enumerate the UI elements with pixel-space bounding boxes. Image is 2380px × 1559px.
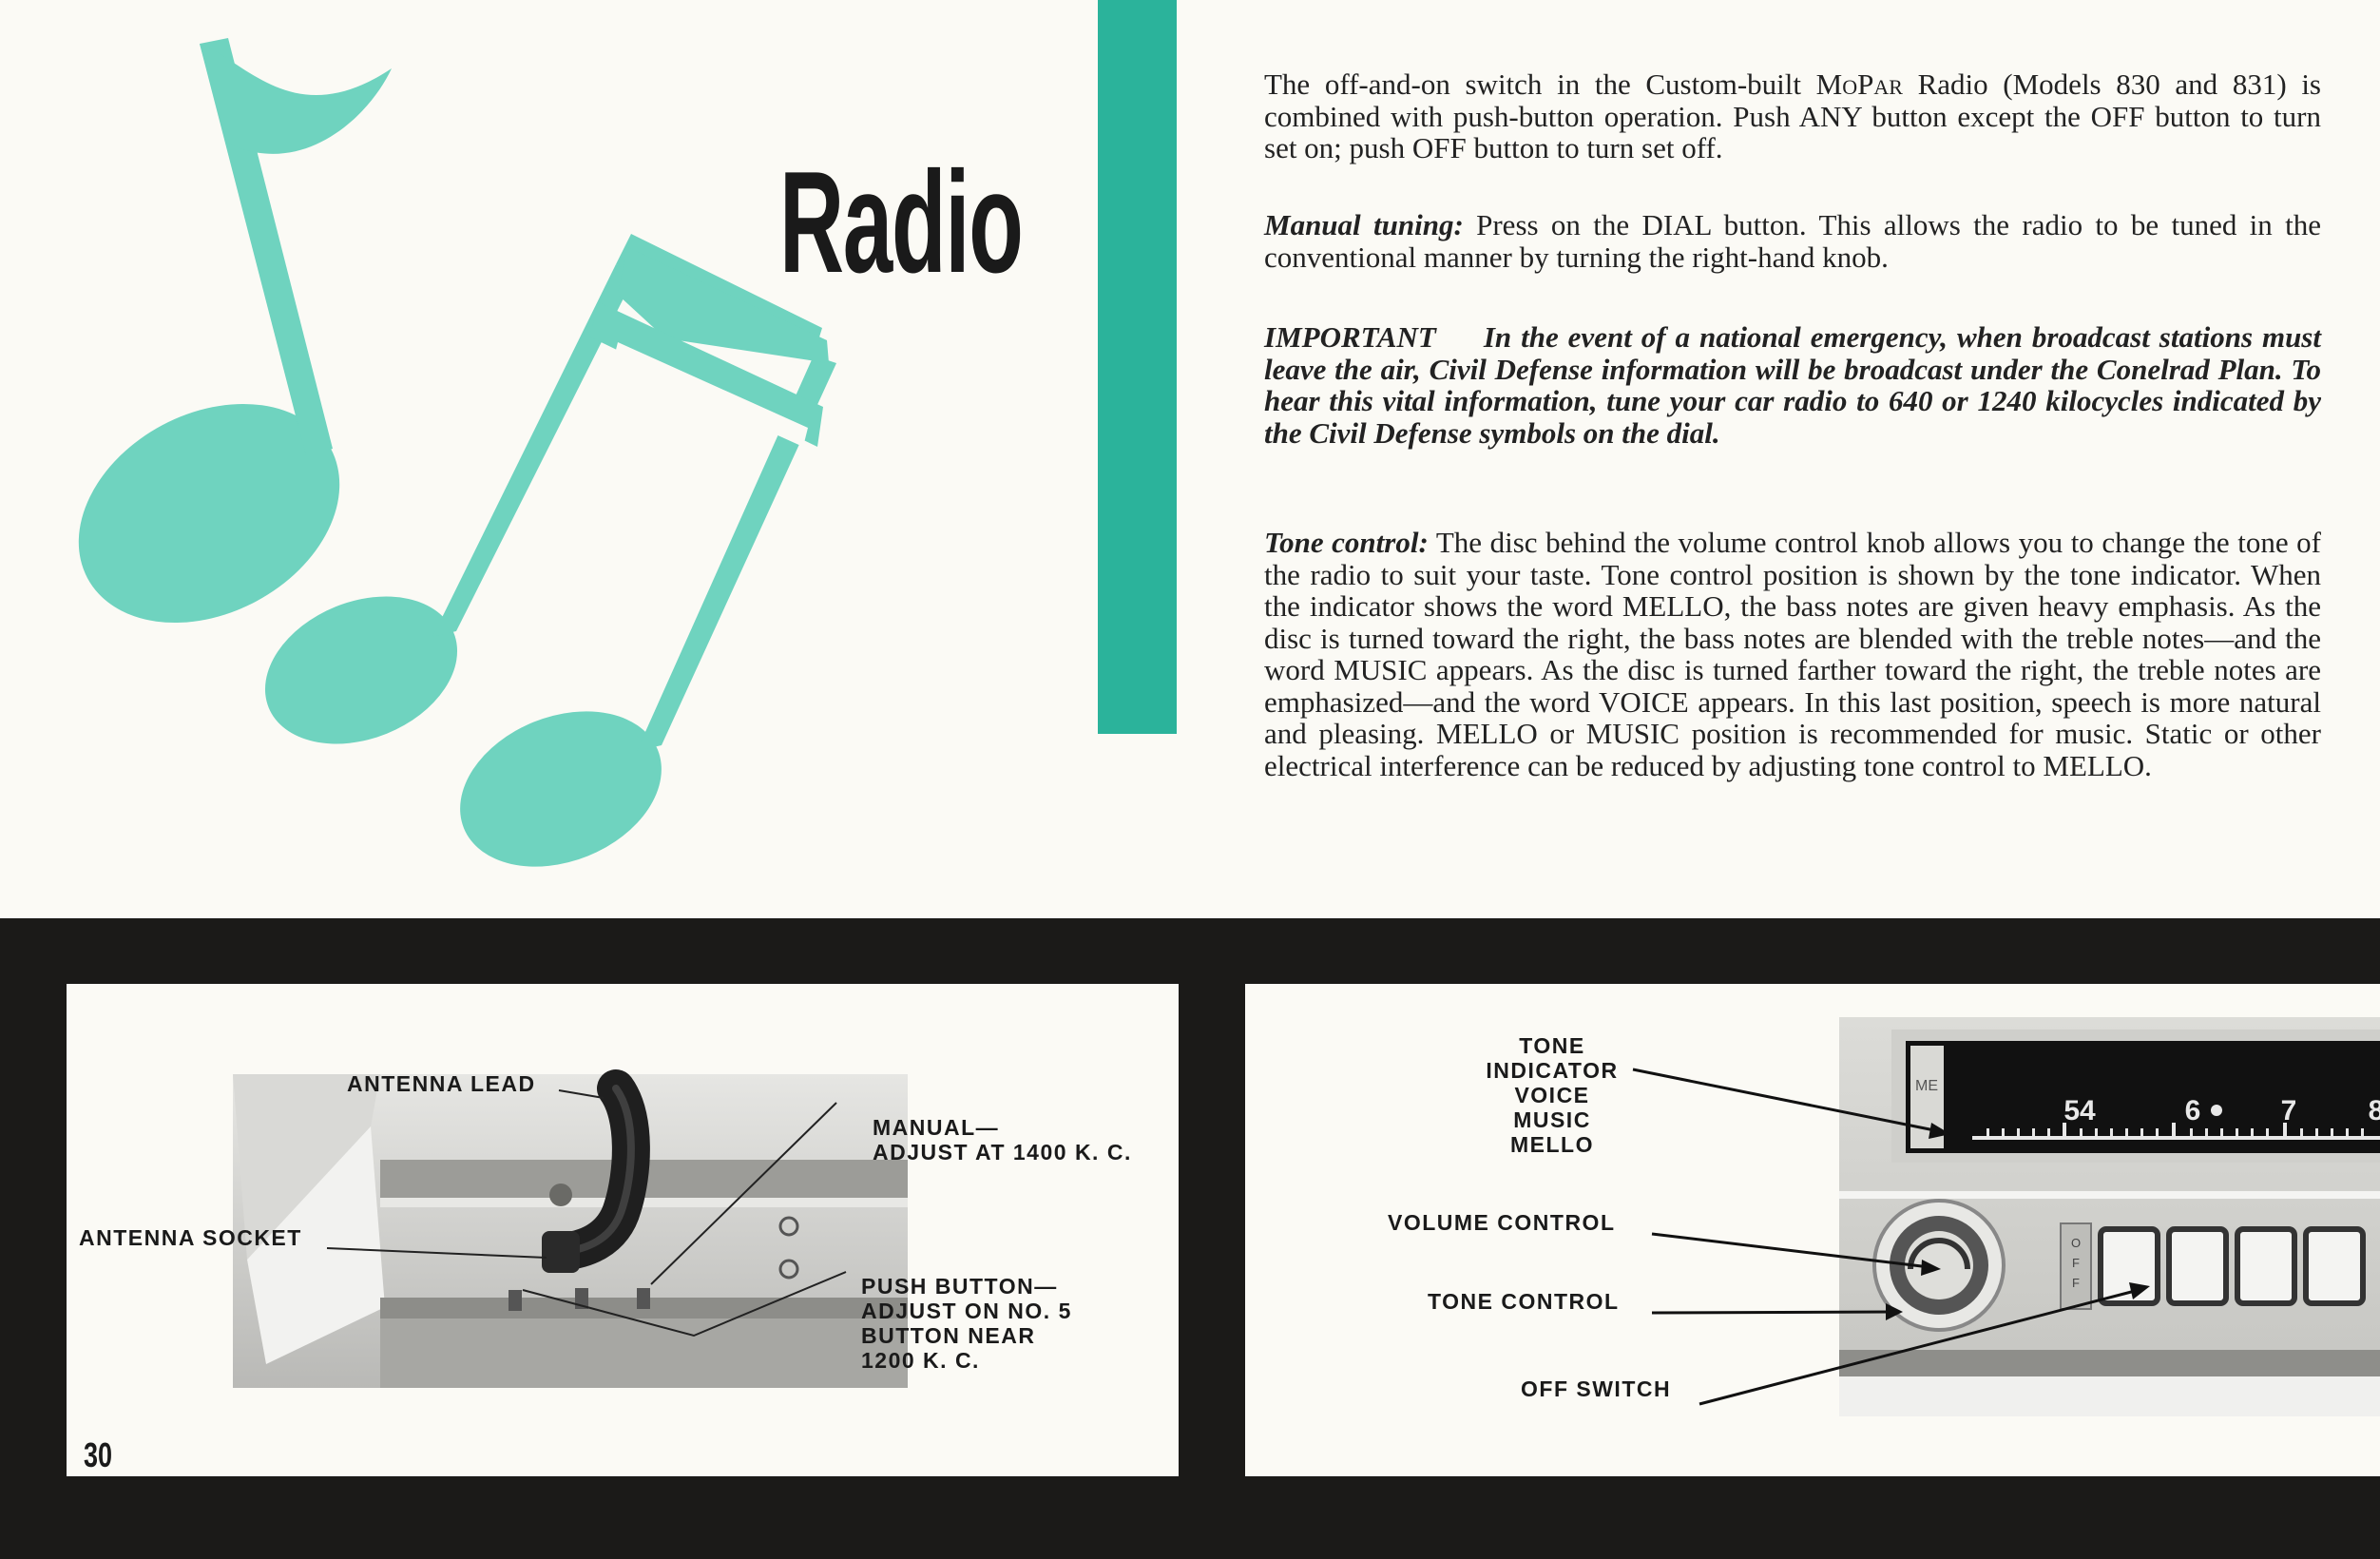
tone-control-paragraph: Tone control: The disc behind the volume…: [1264, 527, 2321, 781]
important-text: In the event of a national emergency, wh…: [1264, 320, 2321, 450]
radio-diagram-panel: ME 54 6 7 8 O F F: [1245, 984, 2380, 1476]
off-letter-1: O: [2071, 1236, 2081, 1250]
radio-photo: ME 54 6 7 8 O F F: [1632, 1017, 2380, 1416]
tone-indicator-line-4: MUSIC: [1513, 1107, 1591, 1132]
tone-indicator-line-2: INDICATOR: [1486, 1058, 1619, 1083]
tone-control-text: The disc behind the volume control knob …: [1264, 526, 2321, 782]
civil-defense-icon: [2211, 1105, 2222, 1116]
tone-control-label: TONE CONTROL: [1428, 1289, 1620, 1314]
push-button-line-3: BUTTON NEAR: [861, 1323, 1036, 1348]
important-lead: IMPORTANT: [1264, 320, 1436, 354]
dial-number-1: 54: [2063, 1095, 2096, 1126]
antenna-photo: [233, 1069, 908, 1388]
off-letter-2: F: [2072, 1256, 2080, 1270]
tone-indicator-line-1: TONE: [1519, 1033, 1585, 1058]
push-button-line-2: ADJUST ON NO. 5: [861, 1299, 1072, 1323]
manual-adjust-line-2: ADJUST AT 1400 K. C.: [873, 1140, 1132, 1164]
brand-name: MoPar: [1815, 67, 1903, 101]
dial-number-2: 6: [2185, 1095, 2201, 1126]
push-button-line-4: 1200 K. C.: [861, 1348, 980, 1373]
manual-tuning-lead: Manual tuning:: [1264, 208, 1464, 241]
intro-paragraph: The off-and-on switch in the Custom-buil…: [1264, 68, 2321, 164]
dial-number-3: 7: [2281, 1095, 2297, 1126]
dial-number-4: 8: [2369, 1095, 2380, 1126]
indicator-letters: ME: [1915, 1078, 1938, 1094]
tone-indicator-line-5: MELLO: [1510, 1132, 1594, 1157]
antenna-socket-label: ANTENNA SOCKET: [79, 1225, 302, 1250]
tone-indicator-line-3: VOICE: [1514, 1083, 1590, 1107]
manual-adjust-line-1: MANUAL—: [873, 1115, 1000, 1140]
intro-text-b: Radio (Models 830 and 831) is combined w…: [1264, 67, 2321, 164]
antenna-diagram-panel: ANTENNA LEAD ANTENNA SOCKET MANUAL— ADJU…: [67, 984, 1179, 1476]
push-button-adjust-label: PUSH BUTTON— ADJUST ON NO. 5 BUTTON NEAR…: [861, 1274, 1072, 1373]
off-switch-label: OFF SWITCH: [1521, 1376, 1672, 1401]
music-notes-illustration: [57, 10, 855, 884]
page-number: 30: [84, 1435, 113, 1474]
manual-tuning-text: Press on the DIAL button. This allows th…: [1264, 208, 2322, 274]
accent-bar: [1098, 0, 1177, 734]
antenna-lead-label: ANTENNA LEAD: [347, 1071, 536, 1096]
off-letter-3: F: [2072, 1276, 2080, 1290]
push-button-line-1: PUSH BUTTON—: [861, 1274, 1058, 1299]
tone-indicator-label: TONE INDICATOR VOICE MUSIC MELLO: [1462, 1033, 1642, 1157]
tone-control-lead: Tone control:: [1264, 526, 1429, 559]
page-title: Radio: [779, 142, 1024, 303]
manual-adjust-label: MANUAL— ADJUST AT 1400 K. C.: [873, 1115, 1132, 1164]
manual-tuning-paragraph: Manual tuning: Press on the DIAL button.…: [1264, 209, 2321, 273]
volume-control-label: VOLUME CONTROL: [1388, 1210, 1616, 1235]
intro-text-a: The off-and-on switch in the Custom-buil…: [1264, 67, 1816, 101]
